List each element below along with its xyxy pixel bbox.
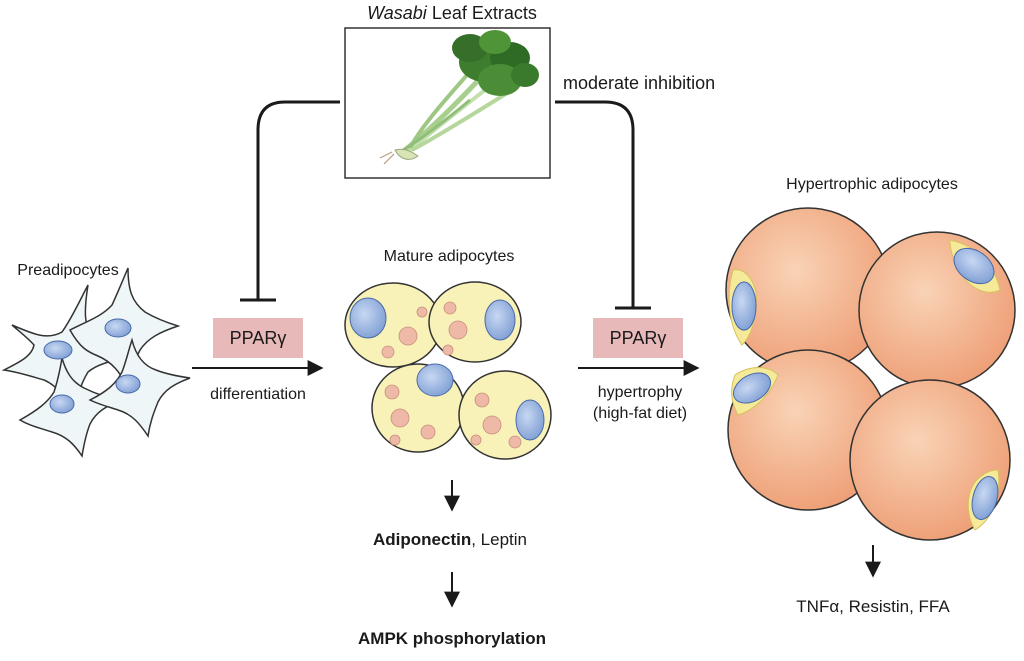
- mature-adipocytes-label: Mature adipocytes: [383, 248, 515, 265]
- moderate-inhibition-label: moderate inhibition: [563, 73, 716, 93]
- leptin-label: , Leptin: [471, 530, 527, 549]
- preadipocyte-cells: [1, 267, 191, 458]
- tnf-resistin-ffa-label: TNFα, Resistin, FFA: [796, 597, 950, 616]
- wasabi-plant-icon: [379, 30, 539, 165]
- inhibition-line-left: [240, 100, 340, 302]
- mature-outcome-line: Adiponectin, Leptin: [373, 530, 527, 550]
- mature-adipocyte-cells: [344, 281, 552, 460]
- diagram-title: Wasabi Leaf Extracts: [302, 2, 602, 24]
- wasabi-image-box: [344, 27, 551, 179]
- ampk-phosphorylation-label: AMPK phosphorylation: [358, 629, 546, 648]
- ppar-gamma-box-left: PPARγ: [213, 318, 303, 358]
- title-italic: Wasabi: [367, 3, 427, 23]
- ppar-gamma-box-right: PPARγ: [593, 318, 683, 358]
- adiponectin-label: Adiponectin: [373, 530, 472, 549]
- inhibition-line-right: [555, 100, 651, 310]
- hypertrophic-adipocytes-label: Hypertrophic adipocytes: [786, 176, 958, 193]
- differentiation-label: differentiation: [210, 386, 306, 403]
- high-fat-diet-label: (high-fat diet): [592, 405, 688, 422]
- hypertrophic-adipocyte-cells: [725, 207, 1016, 541]
- hypertrophy-label: hypertrophy: [597, 384, 683, 401]
- preadipocytes-label: Preadipocytes: [17, 262, 119, 279]
- title-rest: Leaf Extracts: [426, 3, 537, 23]
